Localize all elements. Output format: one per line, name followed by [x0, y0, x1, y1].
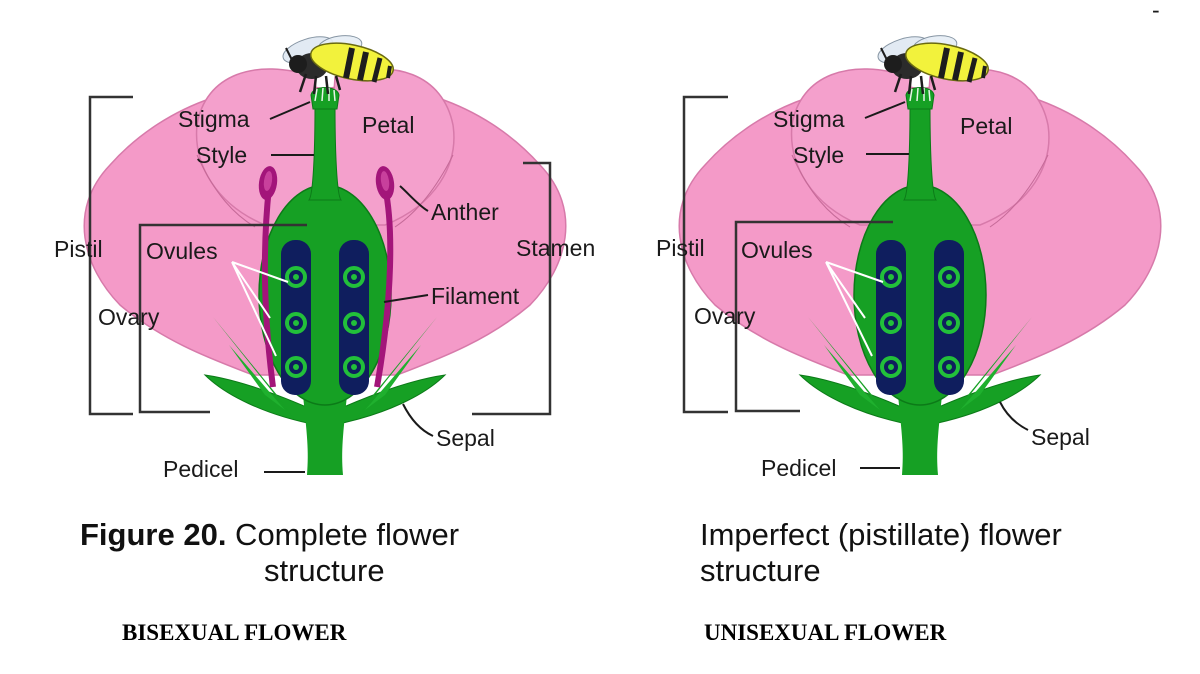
right-caption-line-1: Imperfect (pistillate) flower [700, 517, 1062, 552]
left-caption-line-2: structure [264, 553, 385, 588]
pistil-bracket [88, 95, 133, 416]
label-stigma: Stigma [178, 106, 250, 132]
label-sepal: Sepal [436, 425, 495, 451]
ovary-bracket [138, 223, 307, 414]
anther-leader-line [399, 185, 429, 212]
label-pistil: Pistil [54, 236, 103, 262]
label-pistil: Pistil [656, 235, 705, 261]
label-filament: Filament [431, 283, 520, 309]
label-style: Style [196, 142, 247, 168]
label-anther: Anther [431, 199, 499, 225]
label-sepal: Sepal [1031, 424, 1090, 450]
sepal-leader-line [402, 403, 434, 437]
ovules-leader-lines [231, 261, 289, 357]
label-ovules: Ovules [146, 238, 218, 264]
stigma-leader-line [269, 101, 311, 120]
filament-right-mark [374, 186, 394, 388]
label-style: Style [793, 142, 844, 168]
left-caption-line-1: Figure 20. Complete flower [80, 517, 459, 552]
label-ovary: Ovary [694, 303, 756, 329]
bisexual-flower-illustration [82, 66, 568, 477]
label-ovary: Ovary [98, 304, 160, 330]
label-pedicel: Pedicel [163, 456, 238, 482]
label-stigma: Stigma [773, 106, 845, 132]
label-ovules: Ovules [741, 237, 813, 263]
right-caption-line-2: structure [700, 553, 821, 588]
stigma-leader-line [864, 101, 906, 119]
unisexual-flower-panel: Stigma Style Petal Pistil Ovules Ovary S… [656, 32, 1163, 645]
corner-mark: - [1152, 0, 1160, 23]
ovary-bracket [734, 220, 893, 413]
filament-left-mark [262, 186, 276, 388]
label-petal: Petal [362, 112, 414, 138]
sepal-leader-line [999, 401, 1029, 431]
pistil-bracket [682, 95, 728, 414]
label-stamen: Stamen [516, 235, 595, 261]
stamen-bracket [472, 161, 552, 416]
label-petal: Petal [960, 113, 1012, 139]
ovules-leader-lines [825, 261, 884, 357]
filament-leader-line [383, 294, 429, 303]
label-pedicel: Pedicel [761, 455, 836, 481]
bisexual-flower-panel: Stigma Style Petal Anther Pistil Ovules … [54, 32, 595, 645]
left-subtitle: BISEXUAL FLOWER [122, 620, 347, 645]
right-subtitle: UNISEXUAL FLOWER [704, 620, 947, 645]
unisexual-flower-illustration [677, 66, 1163, 477]
